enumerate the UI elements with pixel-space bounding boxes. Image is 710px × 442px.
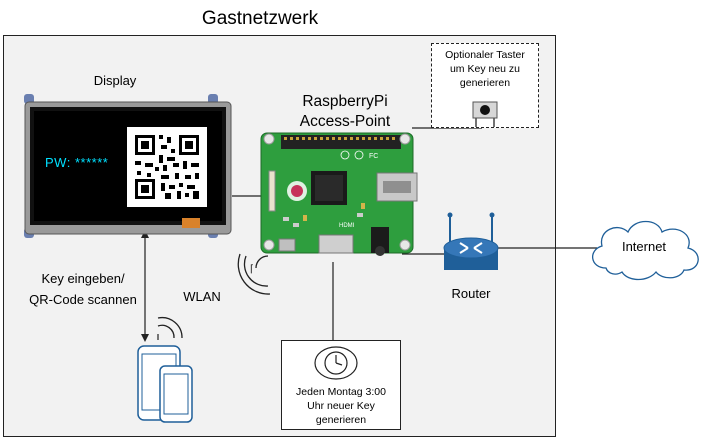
internet-label: Internet [621, 239, 667, 254]
schedule-label: Jeden Montag 3:00 Uhr neuer Key generier… [283, 385, 399, 427]
router-label: Router [451, 286, 491, 301]
raspberrypi-label-line1: RaspberryPi [302, 93, 388, 110]
router-icon [443, 212, 499, 270]
board-hdmi-text: HDMI [339, 223, 355, 229]
diagram-title: Gastnetzwerk [201, 8, 319, 29]
password-mask: ****** [74, 155, 109, 170]
schedule-label-line3: generieren [315, 414, 367, 426]
raspberrypi-board: FC HDMI [260, 132, 418, 256]
phone-wlan-waves-icon [157, 316, 183, 340]
wlan-waves-icon: ⌈ [237, 253, 271, 295]
password-text: PW: ****** [45, 155, 108, 170]
optional-button-label-line2: um Key neu zu [449, 63, 521, 75]
optional-button-label-line3: generieren [459, 77, 511, 89]
schedule-label-line1: Jeden Montag 3:00 [296, 386, 386, 398]
key-entry-label-line1: Key eingeben/ [41, 271, 125, 286]
push-button-icon [472, 101, 498, 127]
password-label: PW: [45, 155, 71, 170]
optional-button-label-line1: Optionaler Taster [445, 49, 525, 61]
smartphone-icon [137, 345, 193, 423]
svg-text:FC: FC [369, 153, 378, 160]
qr-code [127, 127, 207, 207]
raspberrypi-label-line2: Access-Point [299, 113, 391, 130]
schedule-label-line2: Uhr neuer Key [307, 400, 375, 412]
key-entry-label: Key eingeben/ QR-Code scannen [18, 268, 148, 310]
display-label: Display [93, 73, 137, 88]
key-entry-label-line2: QR-Code scannen [29, 292, 137, 307]
optional-button-label: Optionaler Taster um Key neu zu generier… [434, 48, 536, 90]
internet-cloud-icon [592, 220, 699, 281]
wlan-label: WLAN [183, 289, 221, 304]
clock-icon [314, 346, 358, 380]
svg-text:⌈: ⌈ [250, 264, 254, 275]
raspberrypi-label: RaspberryPi Access-Point [270, 92, 420, 132]
